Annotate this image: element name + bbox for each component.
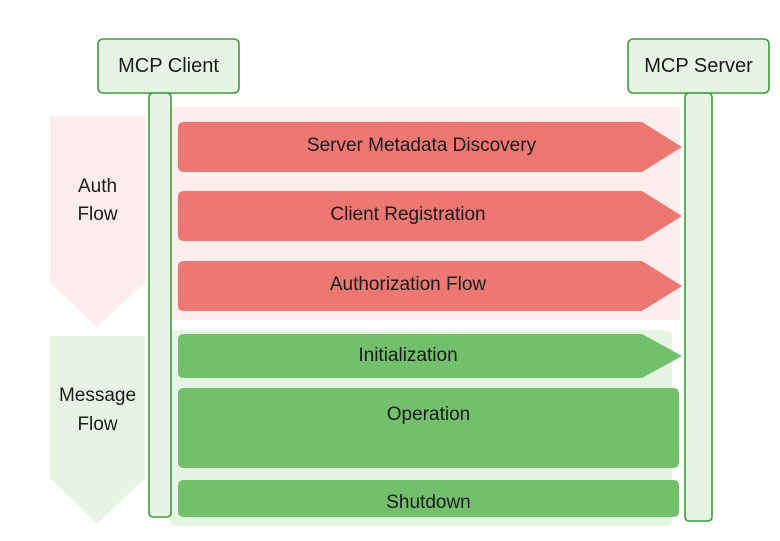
step-shutdown-box bbox=[178, 480, 679, 517]
auth-flow-phase-arrow bbox=[50, 116, 145, 327]
server-lifeline bbox=[684, 92, 713, 522]
client-lifeline bbox=[148, 92, 172, 518]
step-operation-box bbox=[178, 388, 679, 468]
step-initialization-arrow bbox=[178, 334, 682, 378]
step-authorization-flow-arrow bbox=[178, 261, 682, 311]
message-flow-phase-arrow bbox=[50, 336, 145, 524]
mcp-client-box bbox=[97, 38, 240, 94]
step-server-metadata-discovery-arrow bbox=[178, 122, 682, 172]
mcp-server-box bbox=[627, 38, 770, 94]
step-client-registration-arrow bbox=[178, 191, 682, 241]
